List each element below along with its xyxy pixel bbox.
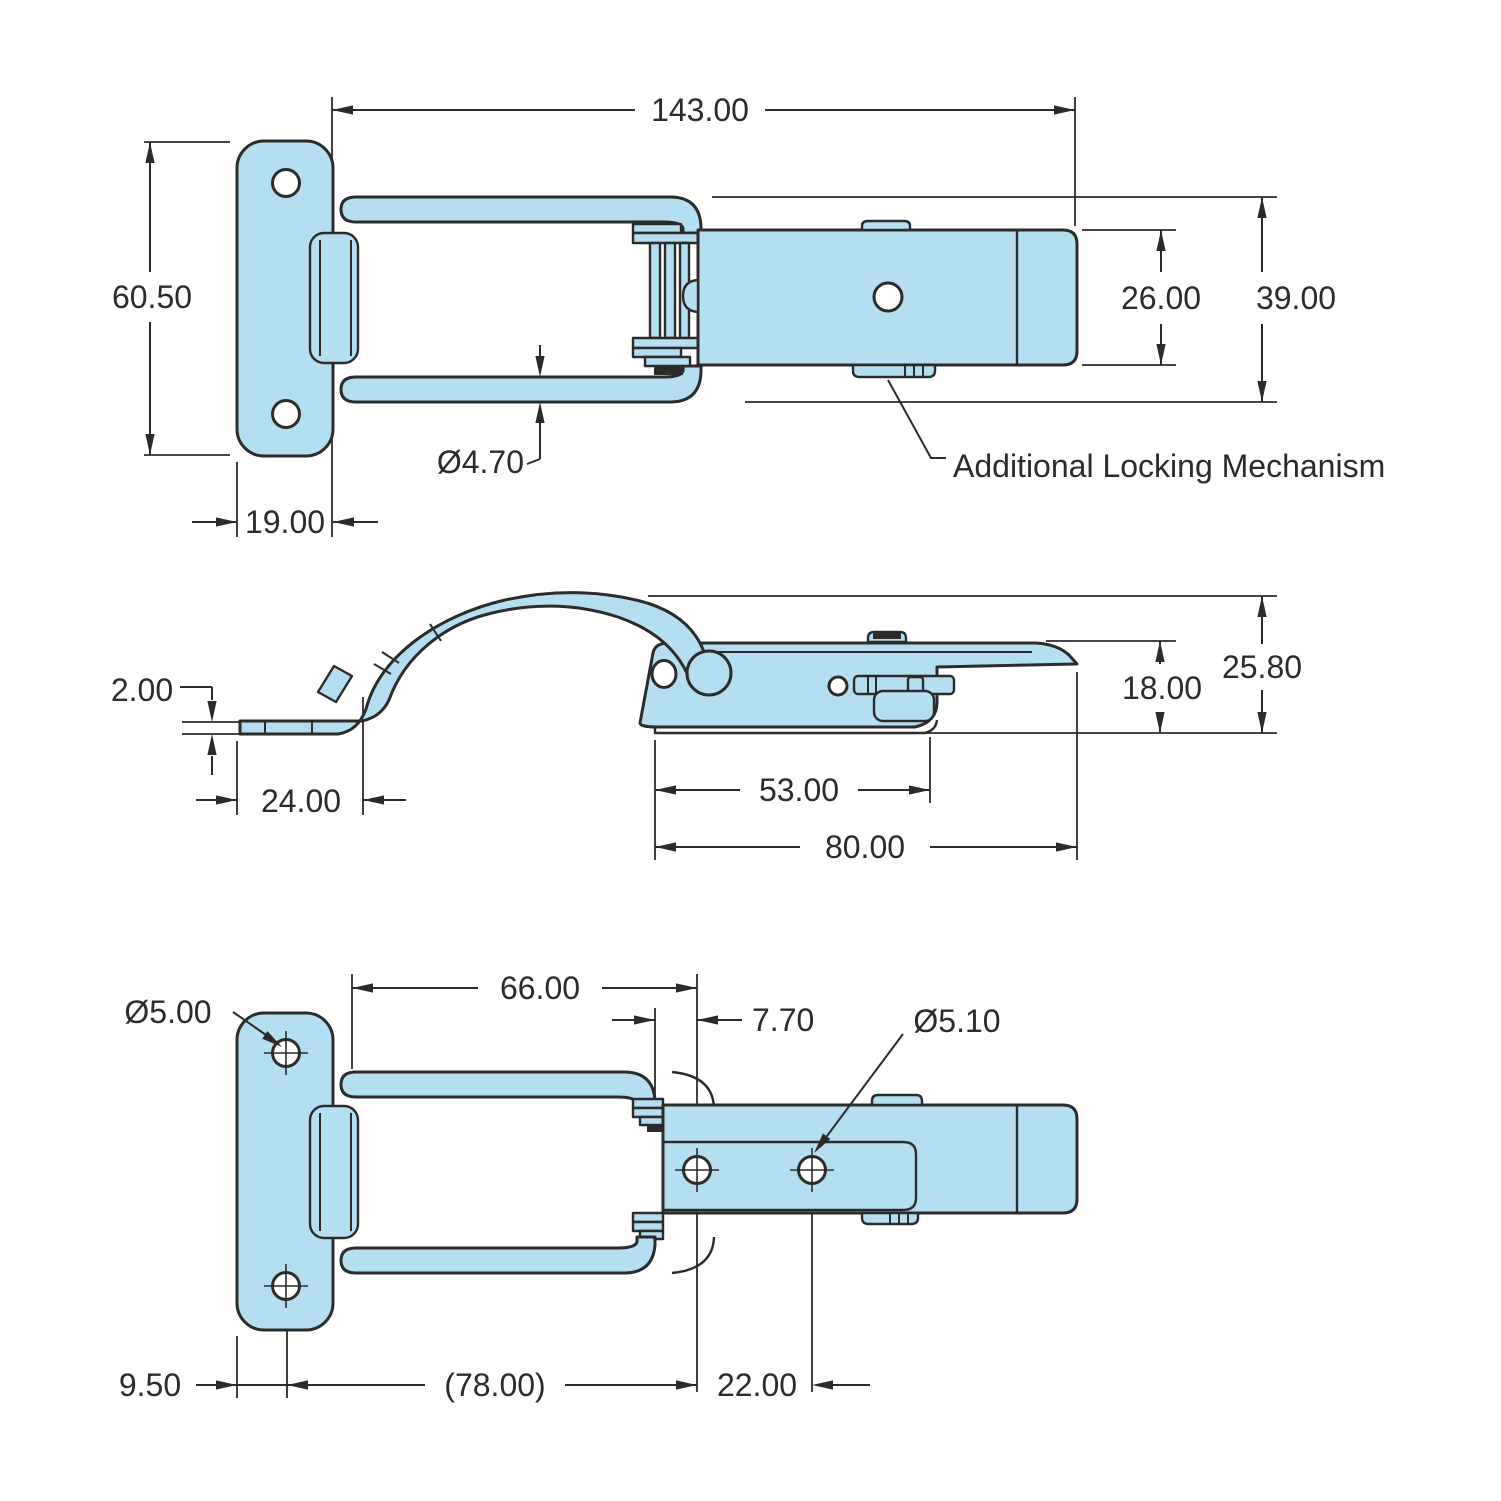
- pivot-linkage: [631, 222, 700, 375]
- dim-body-length: 80.00: [655, 829, 1077, 865]
- dim-bracket-height: 60.50: [112, 142, 192, 455]
- dim-bail-length: 66.00: [352, 970, 697, 1006]
- dim-body-hole-spacing: 22.00: [717, 1367, 870, 1403]
- spring-bail-side: [238, 591, 706, 736]
- pivot-hole-side: [650, 659, 678, 689]
- bail-top-bar: [339, 195, 703, 235]
- spring-hook-tab: [316, 664, 354, 704]
- pivot-linkage-bottom: [631, 1097, 665, 1241]
- latch-bottom-view: [235, 1011, 1079, 1332]
- bail-bottom-bar-bottomview: [339, 1235, 657, 1275]
- dim-bracket-hole-diameter: Ø5.00: [124, 994, 285, 1051]
- dim-bail-width: 39.00: [1256, 197, 1336, 402]
- dim-overall-length: 143.00: [332, 92, 1075, 128]
- release-tab: [860, 219, 912, 232]
- bottom-view: Ø5.00 66.00 7.70 Ø5.10 9.50: [119, 970, 1079, 1403]
- annotation-label: Additional Locking Mechanism: [953, 448, 1385, 484]
- dim-body-hole-diameter: Ø5.10: [810, 1003, 1001, 1156]
- dim-wire-diameter: Ø4.70: [437, 345, 545, 480]
- dim-label: 39.00: [1256, 280, 1336, 316]
- dim-label: 2.00: [111, 672, 173, 708]
- body-rivet-hole: [872, 281, 904, 313]
- bail-retainer-clip-bottom: [308, 1104, 360, 1240]
- top-view: 143.00 60.50 19.00 Ø4.70: [112, 92, 1385, 540]
- dim-label: Ø4.70: [437, 444, 524, 480]
- plate-hole-bottom: [271, 399, 301, 429]
- dim-pad-length: 24.00: [196, 783, 406, 819]
- plate-hole-top: [271, 168, 301, 198]
- dim-base-length: 53.00: [655, 772, 930, 808]
- bail-top-bar-bottomview: [339, 1070, 657, 1110]
- dim-label: 19.00: [245, 504, 325, 540]
- dim-label: 7.70: [752, 1002, 814, 1038]
- catch-mechanism: [827, 674, 956, 723]
- dim-label: 9.50: [119, 1367, 181, 1403]
- dim-pad-thickness: 2.00: [111, 672, 217, 775]
- dim-overall-height: 25.80: [1222, 596, 1302, 733]
- annotation-locking-mechanism: Additional Locking Mechanism: [887, 379, 1385, 484]
- dim-body-width: 26.00: [1121, 230, 1201, 365]
- dim-label: (78.00): [444, 1367, 545, 1403]
- dim-label: 60.50: [112, 279, 192, 315]
- dim-hole-edge-offset: 9.50: [119, 1367, 287, 1403]
- dim-body-height: 18.00: [1122, 641, 1202, 733]
- dim-label: 66.00: [500, 970, 580, 1006]
- pivot-boss: [681, 278, 700, 314]
- side-view: 2.00 24.00 53.00 80.00 1: [111, 591, 1302, 865]
- dim-label: 24.00: [261, 783, 341, 819]
- latch-top-view: [235, 139, 1079, 458]
- dim-pivot-inset: 7.70: [612, 1002, 814, 1038]
- dim-label: 22.00: [717, 1367, 797, 1403]
- dim-label: 53.00: [759, 772, 839, 808]
- dim-label: 80.00: [825, 829, 905, 865]
- latch-body-bottom: [661, 1103, 1079, 1215]
- bail-curl-end: [685, 649, 733, 697]
- release-tab-bottom: [870, 1093, 924, 1107]
- dim-bracket-width: 19.00: [192, 504, 378, 540]
- latch-side-view: [238, 591, 1079, 736]
- dim-hole-span: (78.00): [287, 1367, 697, 1403]
- dim-label: 26.00: [1121, 280, 1201, 316]
- dim-label: Ø5.00: [124, 994, 211, 1030]
- dim-label: 25.80: [1222, 649, 1302, 685]
- dim-label: 143.00: [651, 92, 749, 128]
- bail-retainer-clip: [308, 231, 360, 365]
- dim-label: Ø5.10: [913, 1003, 1000, 1039]
- dim-label: 18.00: [1122, 670, 1202, 706]
- bail-bottom-bar: [339, 364, 703, 404]
